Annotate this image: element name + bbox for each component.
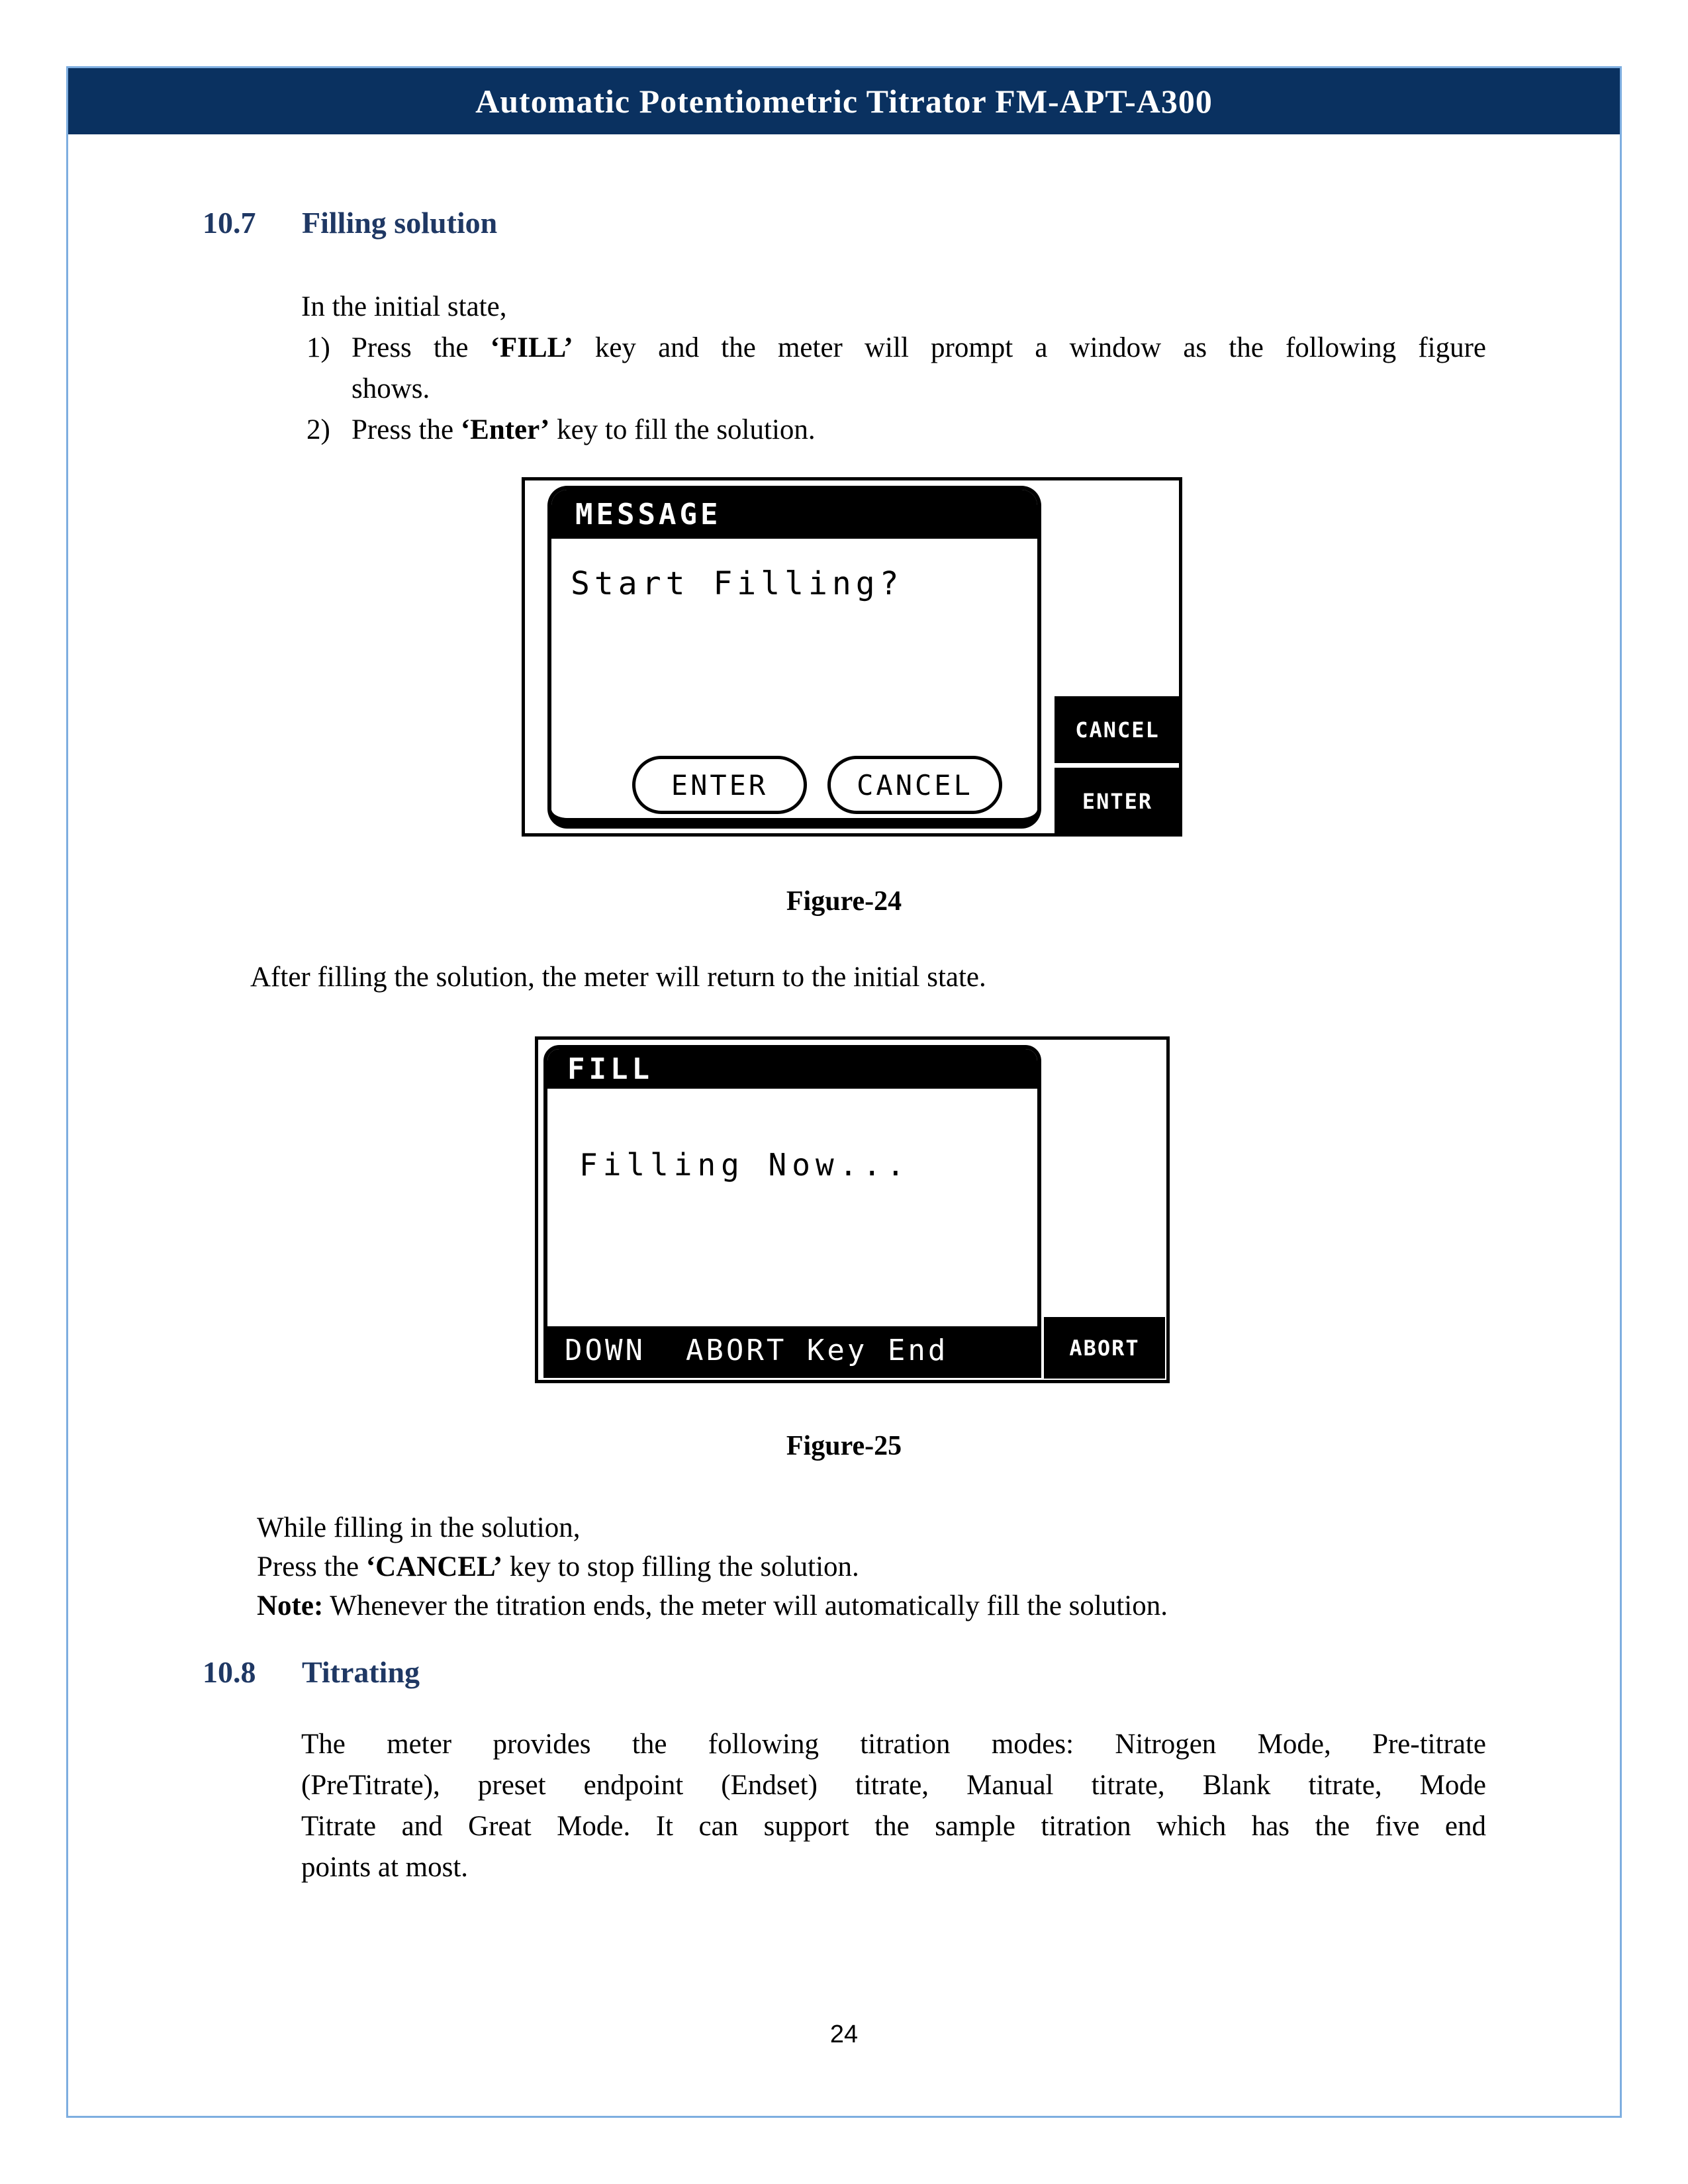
figure-24-screen: MESSAGE Start Filling? ENTER CANCEL CANC… [522,477,1182,837]
section-heading-10-7: 10.7 Filling solution [203,205,497,241]
paragraph-line: The meter provides the following titrati… [301,1729,1486,1760]
section-number: 10.7 [203,206,256,240]
enter-softkey-label: ENTER [1055,768,1180,835]
screen-message: Start Filling? [571,565,904,602]
list-item-1: 1) Press the ‘FILL’ key and the meter wi… [301,328,1486,410]
figure-25-screen: FILL Filling Now... DOWN ABORT Key End A… [535,1036,1170,1383]
section-title: Titrating [302,1655,420,1689]
fill-screen-body: Filling Now... [547,1089,1037,1326]
figure-25-caption: Figure-25 [786,1431,902,1461]
intro-line: In the initial state, [301,291,507,322]
message-dialog-titlebar: MESSAGE [551,490,1037,539]
list-marker: 1) [306,332,330,363]
note-line: Note: Whenever the titration ends, the m… [257,1586,1168,1625]
paragraph-line: points at most. [301,1852,469,1883]
section-10-7-body: In the initial state, 1) Press the ‘FILL… [301,287,1486,451]
section-number: 10.8 [203,1655,256,1689]
section-10-8-paragraph: The meter provides the following titrati… [301,1724,1486,1888]
list-item-line-2: shows. [352,373,430,404]
text-run: Whenever the titration ends, the meter w… [323,1590,1168,1621]
screen-message: Filling Now... [579,1147,910,1183]
text-run: Press the [352,332,491,363]
list-marker: 2) [306,414,330,445]
bold-run: ‘CANCEL’ [365,1551,503,1582]
document-header: Automatic Potentiometric Titrator FM-APT… [68,68,1620,134]
list-item-text: Press the ‘Enter’ key to fill the soluti… [352,410,1486,451]
paragraph-line: (PreTitrate), preset endpoint (Endset) t… [301,1770,1486,1801]
press-cancel-line: Press the ‘CANCEL’ key to stop filling t… [257,1547,1168,1586]
fill-screen-panel: FILL Filling Now... DOWN ABORT Key End [543,1045,1041,1378]
paragraph-line: Titrate and Great Mode. It can support t… [301,1811,1486,1842]
message-dialog: MESSAGE Start Filling? ENTER CANCEL [547,486,1041,829]
cancel-button: CANCEL [827,756,1002,814]
list-item-line-1: Press the ‘FILL’ key and the meter will … [352,328,1486,369]
text-run: Press the [352,414,461,445]
section-heading-10-8: 10.8 Titrating [203,1654,420,1690]
fill-screen-titlebar: FILL [547,1049,1037,1089]
list-item-2: 2) Press the ‘Enter’ key to fill the sol… [301,410,1486,451]
text-run: key to fill the solution. [549,414,816,445]
abort-softkey-label: ABORT [1044,1317,1165,1379]
page-number: 24 [829,2021,859,2048]
figure-24-caption: Figure-24 [786,886,902,917]
screen-title: MESSAGE [575,497,722,531]
dialog-buttons: ENTER CANCEL [632,756,1002,814]
bold-run: ‘FILL’ [490,332,573,363]
page-frame: Automatic Potentiometric Titrator FM-APT… [66,66,1622,2118]
enter-button: ENTER [632,756,807,814]
text-run: key to stop filling the solution. [502,1551,859,1582]
text-run: key and the meter will prompt a window a… [573,332,1486,363]
section-title: Filling solution [302,206,498,240]
bold-run: Note: [257,1590,324,1621]
while-line: While filling in the solution, [257,1512,581,1543]
message-dialog-body: Start Filling? ENTER CANCEL [551,539,1037,818]
after-filling-line: After filling the solution, the meter wi… [250,962,986,993]
list-item-text: Press the ‘FILL’ key and the meter will … [352,328,1486,410]
while-filling-block: While filling in the solution, Press the… [257,1508,1168,1625]
cancel-softkey-label: CANCEL [1055,696,1180,763]
text-run: Press the [257,1551,366,1582]
screen-title: FILL [567,1052,653,1086]
fill-screen-statusbar: DOWN ABORT Key End [547,1326,1037,1374]
document-title: Automatic Potentiometric Titrator FM-APT… [475,83,1213,120]
bold-run: ‘Enter’ [460,414,550,445]
